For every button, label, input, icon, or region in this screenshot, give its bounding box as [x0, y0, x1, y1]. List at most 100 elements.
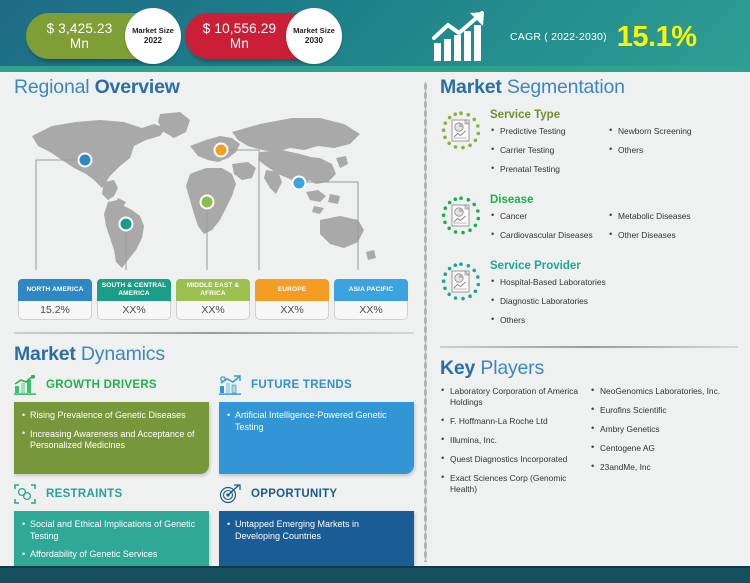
segment-column-2: Metabolic Diseases Other Diseases	[608, 210, 738, 249]
document-pie-chart-icon	[441, 262, 481, 301]
list-item: Artificial Intelligence-Powered Genetic …	[227, 410, 405, 433]
list-item: Carrier Testing	[490, 144, 608, 156]
segment-columns: Hospital-Based Laboratories Diagnostic L…	[490, 276, 738, 334]
region-card-asia-pacific[interactable]: ASIA PACIFIC XX%	[334, 279, 408, 320]
list-item: Ambry Genetics	[590, 423, 736, 435]
list-item: Increasing Awareness and Acceptance of P…	[22, 428, 200, 452]
left-column: Regional Overview	[14, 76, 414, 579]
restraints-list: Social and Ethical Implications of Genet…	[22, 519, 200, 561]
region-name: MIDDLE EAST & AFRICA	[176, 279, 250, 301]
future-trends-box: Artificial Intelligence-Powered Genetic …	[219, 402, 414, 474]
dynamics-divider	[14, 332, 414, 334]
document-pie-chart-icon	[441, 196, 481, 235]
key-players-column-1: Laboratory Corporation of America Holdin…	[440, 385, 590, 503]
future-trends-header: FUTURE TRENDS	[219, 373, 414, 397]
world-map	[32, 112, 376, 270]
badge-year-2022: 2022	[143, 36, 163, 45]
target-dart-icon	[219, 484, 241, 504]
region-name: SOUTH & CENTRAL AMERICA	[97, 279, 171, 301]
region-name: NORTH AMERICA	[18, 279, 92, 301]
segment-column-1: Predictive Testing Carrier Testing Prena…	[490, 125, 608, 183]
list-item: Others	[608, 144, 738, 156]
key-players-title-part2: Players	[480, 357, 545, 379]
future-trends-title: FUTURE TRENDS	[251, 379, 353, 391]
list-item: Others	[490, 314, 738, 326]
market-size-2030-badge: Market Size 2030	[286, 8, 342, 64]
column-divider	[424, 82, 427, 562]
cagr-block: CAGR ( 2022-2030) 15.1%	[432, 8, 732, 66]
segment-service-provider: Service Provider Hospital-Based Laborato…	[440, 259, 738, 334]
segment-title: Service Type	[490, 109, 561, 121]
footer-bar	[0, 566, 750, 583]
opportunity-header: OPPORTUNITY	[219, 482, 414, 506]
growth-drivers-title: GROWTH DRIVERS	[46, 379, 157, 391]
segmentation-title-part1: Market	[440, 76, 502, 98]
market-size-2022-amount: $ 3,425.23	[46, 21, 113, 36]
dynamics-row-2: RESTRAINTS Social and Ethical Implicatio…	[14, 482, 414, 579]
growth-drivers-header: GROWTH DRIVERS	[14, 373, 209, 397]
region-card-middle-east-africa[interactable]: MIDDLE EAST & AFRICA XX%	[176, 279, 250, 320]
region-legend-row: NORTH AMERICA 15.2% SOUTH & CENTRAL AMER…	[14, 279, 414, 320]
segment-columns: Predictive Testing Carrier Testing Prena…	[490, 125, 738, 183]
list-item: Cardiovascular Diseases	[490, 229, 608, 241]
market-size-2030-pill: $ 10,556.29 Mn Market Size 2030	[185, 8, 342, 64]
list-item: Affordability of Genetic Services	[22, 549, 200, 561]
opportunity-block: OPPORTUNITY Untapped Emerging Markets in…	[219, 482, 414, 579]
list-item: 23andMe, Inc	[590, 461, 736, 473]
segment-columns: Cancer Cardiovascular Diseases Metabolic…	[490, 210, 738, 249]
growth-chart-arrow-icon	[432, 11, 484, 61]
region-card-north-america[interactable]: NORTH AMERICA 15.2%	[18, 279, 92, 320]
segment-icon-wrap	[440, 259, 484, 334]
region-value: XX%	[255, 301, 329, 320]
dynamics-row-1: GROWTH DRIVERS Rising Prevalence of Gene…	[14, 373, 414, 474]
list-item: Cancer	[490, 210, 608, 222]
badge-year-2030: 2030	[304, 36, 324, 45]
segment-column-2: Newborn Screening Others	[608, 125, 738, 183]
key-players-title-part1: Key	[440, 357, 476, 379]
dynamics-title-part2: Dynamics	[80, 343, 165, 365]
restraints-header: RESTRAINTS	[14, 482, 209, 506]
key-players-divider	[440, 346, 738, 348]
world-map-area	[14, 102, 414, 277]
key-players-column-2: NeoGenomics Laboratories, Inc. Eurofins …	[590, 385, 736, 503]
market-segmentation-title: Market Segmentation	[440, 76, 738, 98]
list-item: Newborn Screening	[608, 125, 738, 137]
segment-body: Disease Cancer Cardiovascular Diseases M…	[484, 193, 738, 249]
segment-service-type: Service Type Predictive Testing Carrier …	[440, 108, 738, 183]
regional-overview-title: Regional Overview	[14, 76, 414, 98]
list-item: Hospital-Based Laboratories	[490, 276, 738, 288]
future-trends-block: FUTURE TRENDS Artificial Intelligence-Po…	[219, 373, 414, 474]
regional-title-part1: Regional	[14, 76, 90, 98]
regional-title-part2: Overview	[94, 76, 180, 98]
region-value: XX%	[176, 301, 250, 320]
opportunity-title: OPPORTUNITY	[251, 488, 338, 500]
region-card-europe[interactable]: EUROPE XX%	[255, 279, 329, 320]
list-item: Predictive Testing	[490, 125, 608, 137]
region-name: ASIA PACIFIC	[334, 279, 408, 301]
market-dynamics-section: Market Dynamics GROWTH DRIVER	[14, 332, 414, 579]
list-item: Metabolic Diseases	[608, 210, 738, 222]
key-players-title: Key Players	[440, 357, 738, 379]
list-item: Other Diseases	[608, 229, 738, 241]
growth-drivers-box: Rising Prevalence of Genetic Diseases In…	[14, 402, 209, 474]
segment-disease: Disease Cancer Cardiovascular Diseases M…	[440, 193, 738, 249]
list-item: NeoGenomics Laboratories, Inc.	[590, 385, 736, 397]
segment-body: Service Type Predictive Testing Carrier …	[484, 108, 738, 183]
bar-chart-growth-icon	[14, 375, 36, 395]
segment-column-1: Cancer Cardiovascular Diseases	[490, 210, 608, 249]
list-item: Diagnostic Laboratories	[490, 295, 738, 307]
header-accent-bar	[0, 66, 750, 72]
market-size-2022-value: $ 3,425.23 Mn	[26, 21, 127, 51]
restraint-chain-icon	[14, 484, 36, 504]
market-size-2030-unit: Mn	[229, 36, 250, 51]
list-item: Exact Sciences Corp (Genomic Health)	[440, 472, 590, 495]
trend-chart-icon	[219, 375, 241, 395]
list-item: Untapped Emerging Markets in Developing …	[227, 519, 405, 542]
region-card-south-central-america[interactable]: SOUTH & CENTRAL AMERICA XX%	[97, 279, 171, 320]
list-item: Laboratory Corporation of America Holdin…	[440, 385, 590, 408]
market-size-2022-unit: Mn	[69, 36, 90, 51]
growth-drivers-list: Rising Prevalence of Genetic Diseases In…	[22, 410, 200, 452]
segment-body: Service Provider Hospital-Based Laborato…	[484, 259, 738, 334]
list-item: F. Hoffmann-La Roche Ltd	[440, 415, 590, 427]
